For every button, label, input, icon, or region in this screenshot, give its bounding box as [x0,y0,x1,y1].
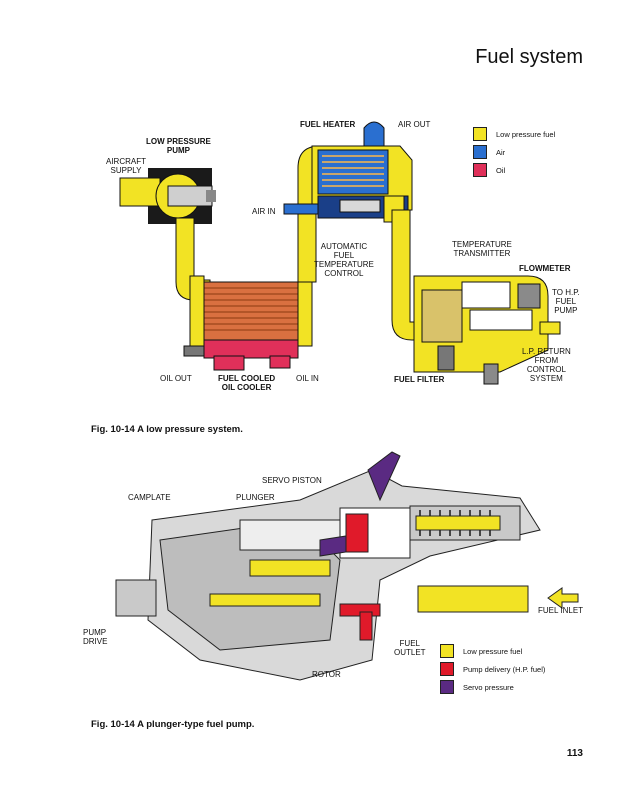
pipe-pump-to-cooler [175,217,211,301]
swatch-air [473,145,487,159]
fuel-heater [283,121,413,223]
label-flowmeter: FLOWMETER [519,264,571,273]
label-camplate: CAMPLATE [128,493,171,502]
legend-label: Servo pressure [463,682,514,692]
label-servo-piston: SERVO PISTON [262,476,322,485]
legend-label: Oil [496,165,506,175]
label-fuel-heater: FUEL HEATER [300,120,356,129]
legend-item: Low pressure fuel [440,644,522,658]
page-number: 113 [566,748,583,759]
legend-item: Servo pressure [440,680,514,694]
pump-body [115,451,541,681]
figure2-caption: Fig. 10-14 A plunger-type fuel pump. [91,719,255,730]
legend-item: Air [473,145,505,159]
legend-label: Low pressure fuel [463,646,523,656]
legend-item: Oil [473,163,505,177]
label-plunger: PLUNGER [236,493,275,502]
legend-item: Pump delivery (H.P. fuel) [440,662,545,676]
legend-label: Air [496,147,506,157]
fuel-cooled-oil-cooler [183,275,313,371]
label-air-in: AIR IN [252,207,276,216]
fuel-inlet-arrow [547,587,579,609]
swatch-low-pressure-fuel [473,127,487,141]
label-air-out: AIR OUT [398,120,431,129]
label-oil-in: OIL IN [296,374,319,383]
figure1-caption: Fig. 10-14 A low pressure system. [91,424,243,435]
legend-item: Low pressure fuel [473,127,555,141]
swatch-oil [473,163,487,177]
label-fuel-filter: FUEL FILTER [394,375,445,384]
flowmeter-and-filter [413,275,561,385]
label-fuel-inlet: FUEL INLET [538,606,584,615]
swatch-low-pressure-fuel [440,644,454,658]
legend-label: Low pressure fuel [496,129,556,139]
legend-label: Pump delivery (H.P. fuel) [463,664,546,674]
label-rotor: ROTOR [312,670,341,679]
page-header: Fuel system [475,46,583,68]
swatch-servo-pressure [440,680,454,694]
swatch-pump-delivery [440,662,454,676]
low-pressure-pump [119,168,216,224]
label-oil-out: OIL OUT [160,374,192,383]
